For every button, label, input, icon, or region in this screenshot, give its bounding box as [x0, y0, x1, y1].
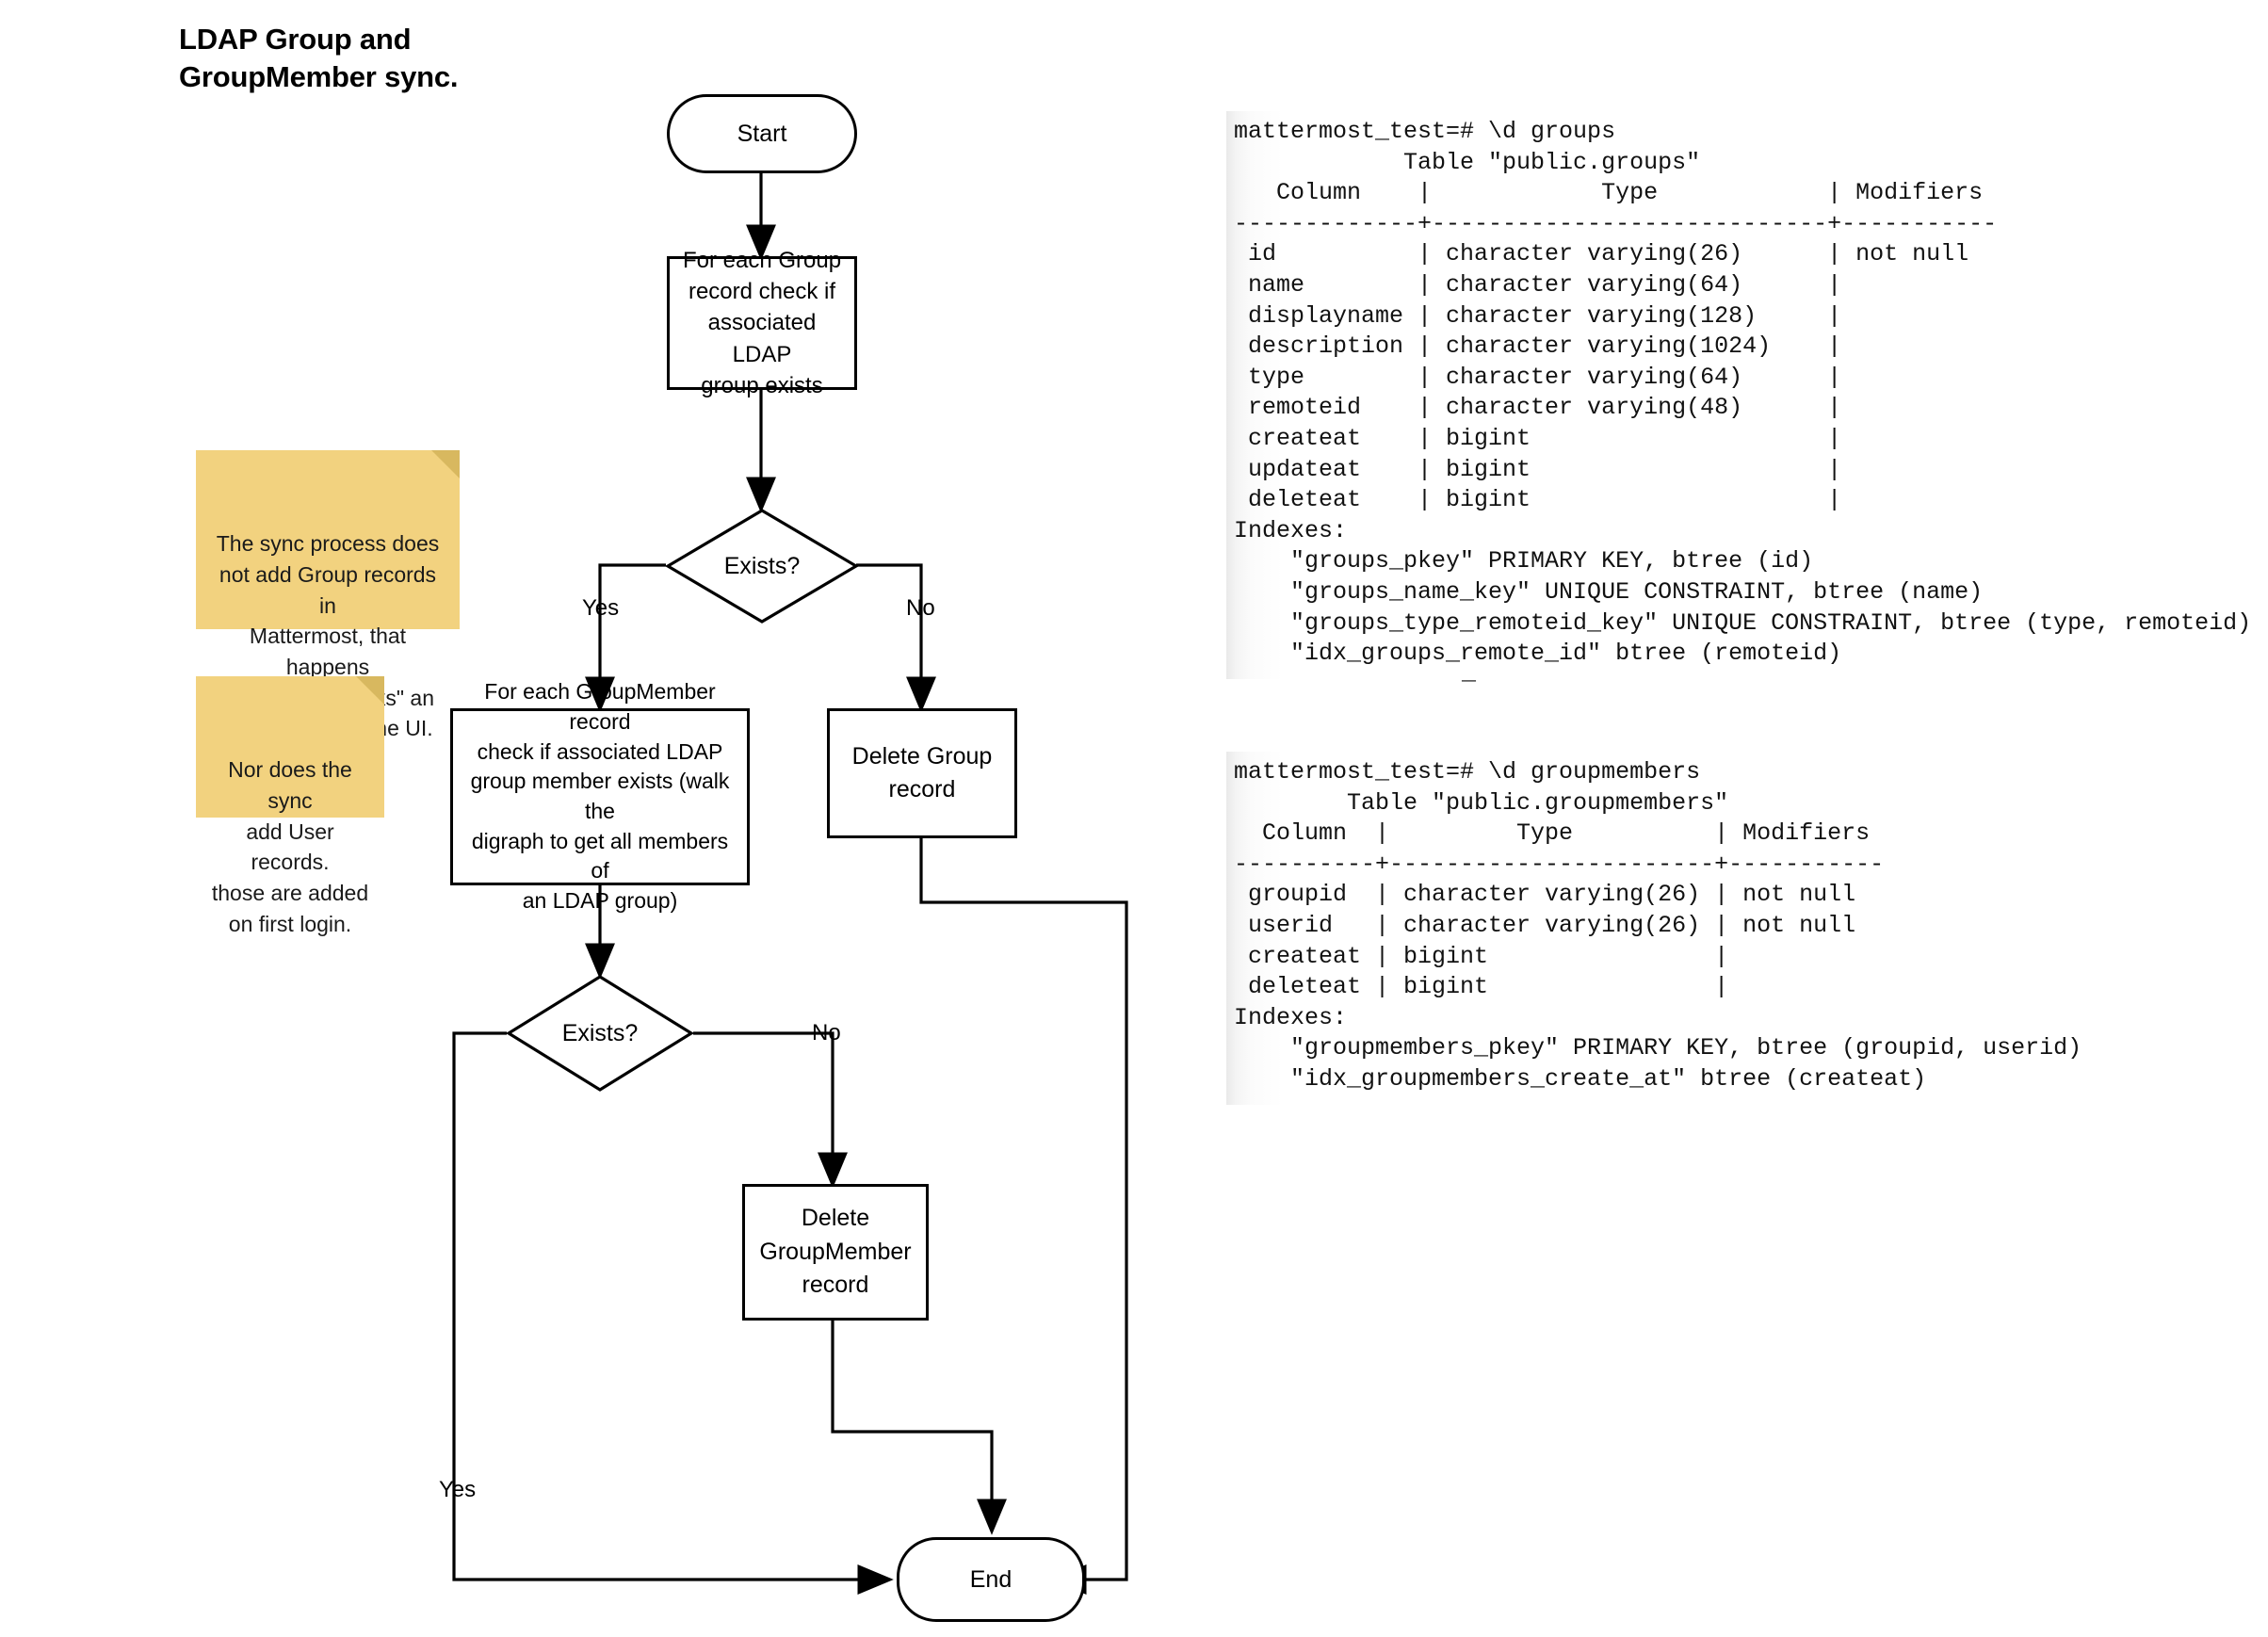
edge-member-no	[693, 1031, 848, 1189]
edge-group-yes	[585, 563, 666, 713]
sticky-note-text: Nor does the sync add User records. thos…	[211, 757, 369, 936]
diamond-shape	[507, 975, 693, 1092]
edge-label-group-yes: Yes	[582, 595, 620, 621]
edge-delete-group-to-end	[919, 838, 1128, 1595]
psql-output-groups: mattermost_test=# \d groups Table "publi…	[1226, 111, 2251, 679]
psql-output-groupmembers: mattermost_test=# \d groupmembers Table …	[1226, 752, 2159, 1105]
edge-label-member-yes: Yes	[439, 1477, 477, 1502]
node-check-group-record[interactable]: For each Group record check if associate…	[667, 248, 857, 398]
decision-groupmember-label: Exists?	[561, 1019, 639, 1046]
node-delete-group-record[interactable]: Delete Group record	[827, 708, 1017, 838]
node-decision-group-exists[interactable]: Exists?	[666, 509, 858, 624]
note-fold-icon	[356, 676, 384, 705]
sticky-note-group-records: The sync process does not add Group reco…	[196, 450, 460, 740]
edge-group-no	[856, 563, 936, 713]
node-end[interactable]: End	[897, 1537, 1085, 1622]
edge-delete-member-to-end	[831, 1321, 1007, 1535]
edge-label-group-no: No	[906, 595, 935, 621]
psql-cursor-groups: _	[1462, 659, 1477, 687]
node-check-groupmember-record[interactable]: For each GroupMember record check if ass…	[450, 679, 750, 913]
node-decision-groupmember-exists[interactable]: Exists?	[507, 975, 693, 1092]
node-delete-groupmember-record[interactable]: Delete GroupMember record	[742, 1184, 929, 1321]
diamond-shape	[666, 509, 858, 624]
note-fold-icon	[431, 450, 460, 478]
node-start[interactable]: Start	[667, 94, 857, 173]
edge-label-member-no: No	[812, 1020, 841, 1045]
sticky-note-user-records: Nor does the sync add User records. thos…	[196, 676, 384, 936]
edge-member-yes-to-end	[452, 1031, 894, 1595]
decision-group-label: Exists?	[723, 552, 801, 579]
page-title: LDAP Group and GroupMember sync.	[179, 23, 459, 93]
